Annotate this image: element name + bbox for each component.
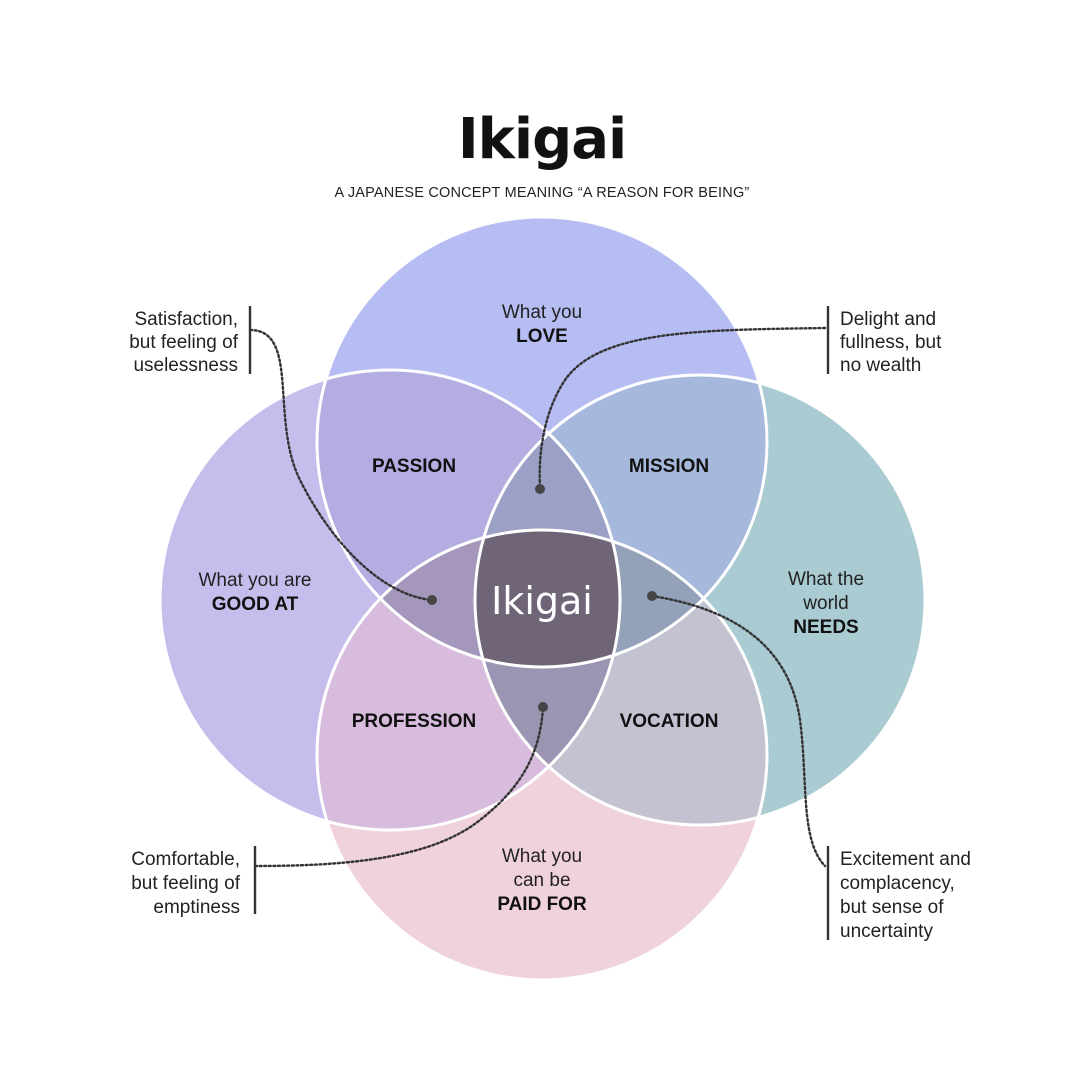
needs-label-line1: What the xyxy=(788,569,864,590)
mission-label: MISSION xyxy=(629,456,709,477)
diagram-subtitle: A JAPANESE CONCEPT MEANING “A REASON FOR… xyxy=(335,185,750,201)
connector-bottom-right xyxy=(650,594,827,868)
connector-top-left xyxy=(248,328,434,602)
note-bottom-left-line: emptiness xyxy=(153,897,240,918)
note-bottom-right-line: complacency, xyxy=(840,873,955,894)
note-top-left-line: but feeling of xyxy=(129,332,239,353)
note-bottom-left: Comfortable, but feeling of emptiness xyxy=(131,849,241,918)
region-passion-mission xyxy=(475,375,620,667)
paid-for-label-bold: PAID FOR xyxy=(497,894,587,915)
note-top-right: Delight and fullness, but no wealth xyxy=(840,309,942,376)
note-bottom-left-line: Comfortable, xyxy=(131,849,240,870)
good-at-label-line1: What you are xyxy=(199,570,312,591)
needs-label-bold: NEEDS xyxy=(793,617,858,638)
paid-for-label-line2: can be xyxy=(513,870,570,891)
note-bottom-right-line: Excitement and xyxy=(840,849,971,870)
note-bottom-right: Excitement and complacency, but sense of… xyxy=(840,849,971,942)
ikigai-center-label: Ikigai xyxy=(491,579,593,623)
note-top-left: Satisfaction, but feeling of uselessness xyxy=(129,309,239,376)
paid-for-label-line1: What you xyxy=(502,846,582,867)
connector-bottom-left xyxy=(253,706,545,868)
note-top-right-line: fullness, but xyxy=(840,332,942,353)
note-top-right-line: Delight and xyxy=(840,309,936,330)
note-top-left-line: Satisfaction, xyxy=(135,309,239,330)
region-profession-vocation xyxy=(475,530,620,825)
connector-top-right xyxy=(538,326,827,490)
note-bottom-right-line: but sense of xyxy=(840,897,944,918)
needs-label-line2: world xyxy=(802,593,848,614)
circle-outlines xyxy=(158,215,927,982)
note-top-right-line: no wealth xyxy=(840,355,921,376)
passion-label: PASSION xyxy=(372,456,456,477)
note-bottom-right-line: uncertainty xyxy=(840,921,933,942)
vocation-label: VOCATION xyxy=(620,711,719,732)
diagram-title: Ikigai xyxy=(458,107,626,172)
love-label-bold: LOVE xyxy=(516,326,568,347)
good-at-label-bold: GOOD AT xyxy=(212,594,299,615)
dot-profession-vocation xyxy=(538,702,548,712)
note-bottom-left-line: but feeling of xyxy=(131,873,241,894)
note-top-left-line: uselessness xyxy=(133,355,238,376)
dot-mission-vocation xyxy=(647,591,657,601)
love-label-line1: What you xyxy=(502,302,582,323)
dot-passion-mission xyxy=(535,484,545,494)
profession-label: PROFESSION xyxy=(352,711,477,732)
dot-passion-profession xyxy=(427,595,437,605)
